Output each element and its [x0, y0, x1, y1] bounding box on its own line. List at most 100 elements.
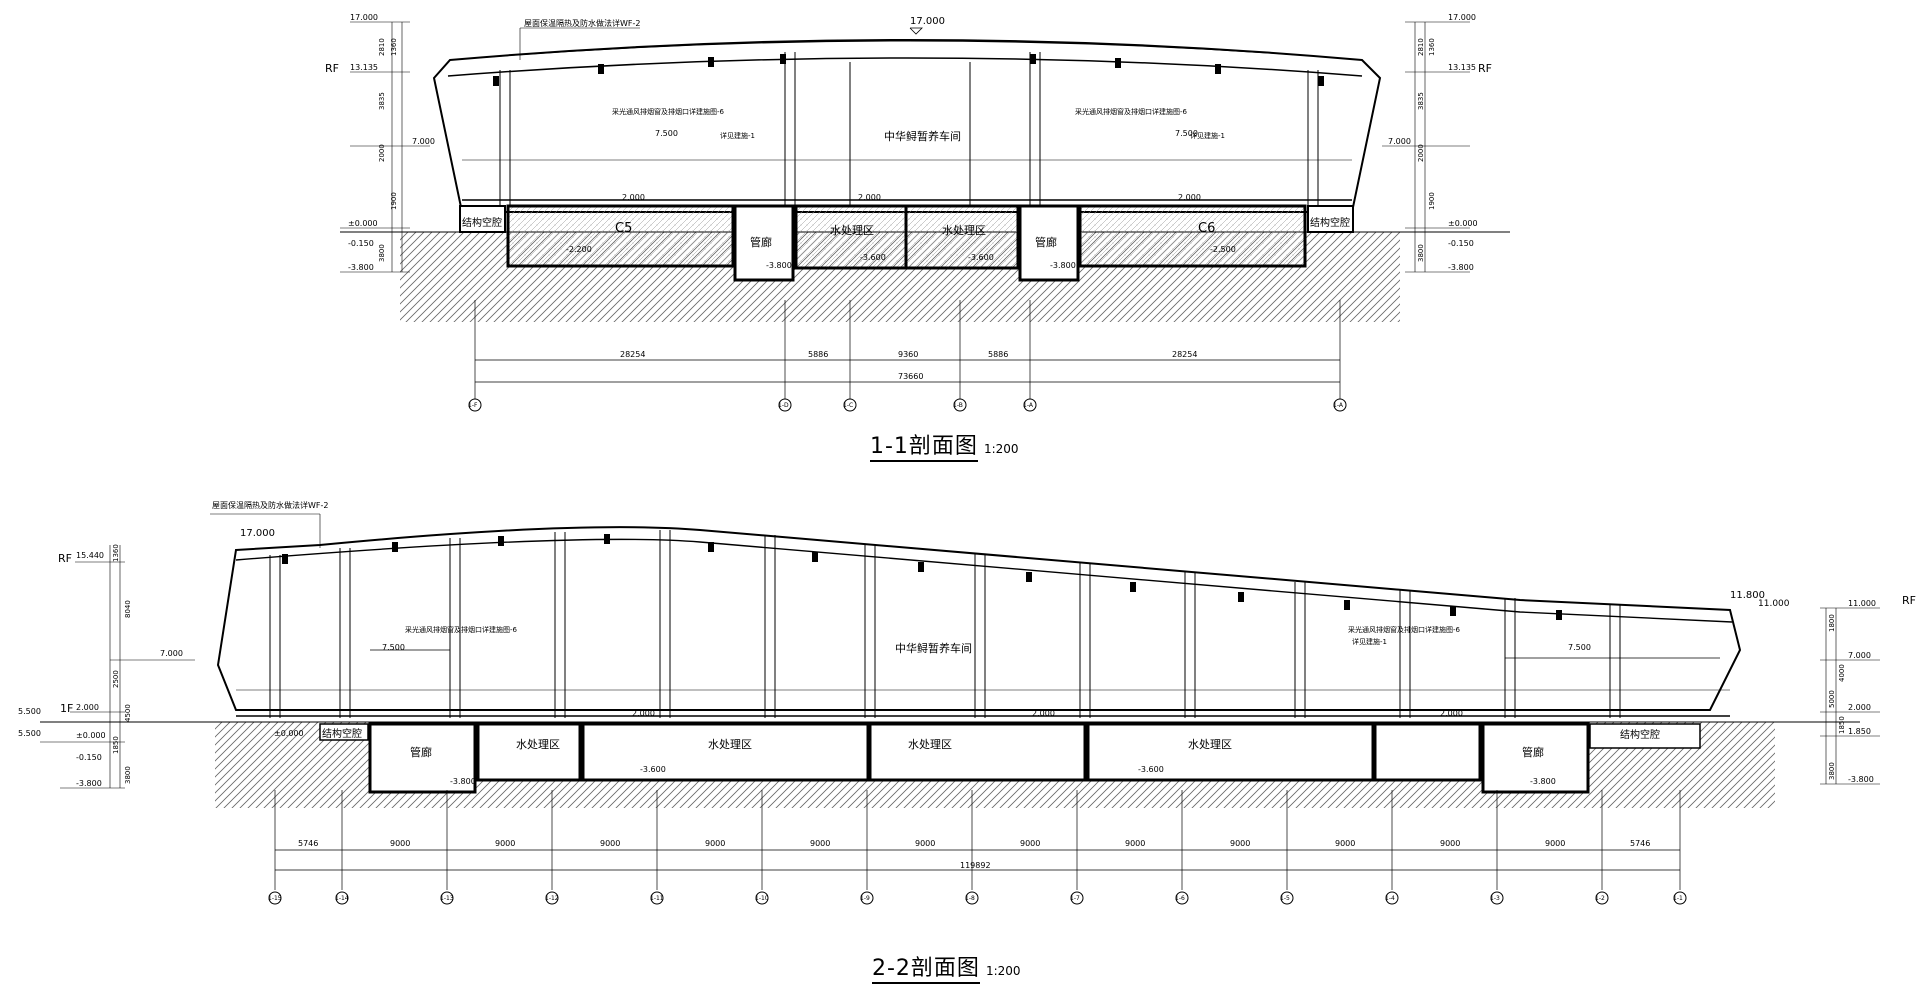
room-label-main-1: 中华鲟暂养车间 [884, 129, 961, 143]
svg-text:5.500: 5.500 [18, 707, 41, 716]
svg-text:±0.000: ±0.000 [274, 729, 304, 738]
note-ref-right-1: 详见建施-1 [1190, 131, 1225, 140]
room-label-gallery-left-2: 管廊 [410, 745, 432, 759]
axis-label: 1-13 [440, 895, 454, 902]
svg-text:3800: 3800 [1417, 244, 1425, 262]
water-zone-4-2 [1086, 722, 1375, 782]
svg-text:1-A: 1-A [1333, 402, 1344, 409]
svg-text:1-F: 1-F [468, 402, 478, 409]
roof-outline-1 [432, 39, 1382, 213]
room-label-water-right-1: 水处理区 [942, 224, 986, 237]
svg-text:9000: 9000 [1230, 839, 1250, 848]
svg-text:-3.800: -3.800 [1530, 777, 1556, 786]
svg-text:9000: 9000 [1335, 839, 1355, 848]
svg-text:2000: 2000 [1417, 144, 1425, 162]
axis-bubble [1673, 891, 1687, 905]
axis-label: 1-6 [1175, 895, 1185, 902]
water-zone-left-1 [794, 204, 908, 270]
room-label-water-left-1: 水处理区 [830, 224, 874, 237]
room-label-cavity-left-2: 结构空腔 [322, 727, 362, 740]
svg-text:2810: 2810 [1417, 38, 1425, 56]
cavity-right-2 [1589, 723, 1701, 749]
svg-text:3835: 3835 [1417, 92, 1425, 110]
room-label-water-1-2: 水处理区 [516, 738, 560, 751]
axis-bubble [335, 891, 349, 905]
svg-text:7.000: 7.000 [1848, 651, 1871, 660]
inner-levels-1: 7.500 7.500 2.000 2.000 2.000 -2.200 -2.… [566, 129, 1236, 270]
axis-label: 1-1 [1673, 895, 1683, 902]
svg-text:±0.000: ±0.000 [348, 219, 378, 228]
svg-text:7.500: 7.500 [1175, 129, 1198, 138]
pipe-gallery-left-1 [733, 204, 795, 282]
svg-text:1900: 1900 [1428, 192, 1436, 210]
axis-lines-2 [274, 790, 1681, 890]
axis-label: 1-8 [965, 895, 975, 902]
water-zone-right-1 [904, 204, 1020, 270]
level-markers-right-1: 17.000 13.135 RF 7.000 ±0.000 -0.150 -3.… [1382, 13, 1492, 273]
svg-text:7.000: 7.000 [160, 649, 183, 658]
svg-text:-0.150: -0.150 [76, 753, 102, 762]
water-zone-5-2 [1373, 722, 1482, 782]
axis-bubble [545, 891, 559, 905]
svg-text:1-A: 1-A [1023, 402, 1034, 409]
roof-purlins-1 [493, 54, 1324, 86]
svg-text:9000: 9000 [705, 839, 725, 848]
side-dims-right-1: 2810 1360 3835 2000 1900 3800 [1417, 38, 1436, 262]
svg-text:9000: 9000 [600, 839, 620, 848]
svg-text:1F: 1F [60, 702, 73, 715]
axis-label: 1-14 [335, 895, 349, 902]
note-ref-left-1: 详见建施-1 [720, 131, 755, 140]
svg-text:2.000: 2.000 [622, 193, 645, 202]
svg-text:73660: 73660 [898, 372, 923, 381]
svg-text:RF: RF [1478, 62, 1492, 75]
cavity-left-2 [319, 723, 369, 741]
svg-text:-3.800: -3.800 [766, 261, 792, 270]
svg-text:3800: 3800 [378, 244, 386, 262]
roof-purlins-2 [282, 534, 1562, 620]
axis-label: 1-7 [1070, 895, 1080, 902]
roof-inner-1 [447, 57, 1363, 77]
room-label-main-2: 中华鲟暂养车间 [895, 641, 972, 655]
svg-text:2.000: 2.000 [632, 709, 655, 718]
svg-text:13.135: 13.135 [350, 63, 378, 72]
section-2-scale: 1:200 [985, 964, 1021, 978]
room-label-water-2-2: 水处理区 [708, 738, 752, 751]
bottom-dims-2 [275, 849, 1680, 871]
svg-text:1360: 1360 [112, 544, 120, 562]
note-window-right-1: 采光通风排烟窗及排烟口详建施图-6 [1075, 107, 1188, 116]
level-markers-right-2: 11.000 RF 7.000 2.000 1.850 -3.800 [1820, 594, 1916, 785]
svg-text:9000: 9000 [915, 839, 935, 848]
axis-bubble [755, 891, 769, 905]
bottom-dim-text-1: 28254 5886 9360 5886 28254 73660 [620, 350, 1197, 381]
room-label-water-4-2: 水处理区 [1188, 738, 1232, 751]
svg-text:RF: RF [1902, 594, 1916, 607]
svg-text:2.000: 2.000 [1440, 709, 1463, 718]
svg-text:9000: 9000 [1545, 839, 1565, 848]
svg-text:3800: 3800 [1828, 762, 1836, 780]
pipe-gallery-left-2 [368, 722, 477, 794]
axis-bubble [1280, 891, 1294, 905]
svg-text:-0.150: -0.150 [1448, 239, 1474, 248]
svg-text:-2.200: -2.200 [566, 245, 592, 254]
svg-text:1360: 1360 [1428, 38, 1436, 56]
top-elev-1: 17.000 [910, 16, 945, 27]
svg-text:9000: 9000 [1440, 839, 1460, 848]
svg-text:1850: 1850 [112, 736, 120, 754]
svg-text:3835: 3835 [378, 92, 386, 110]
svg-text:9360: 9360 [898, 350, 918, 359]
right-eave-elev-2: 11.000 [1758, 599, 1790, 609]
room-label-c5: C5 [615, 221, 632, 236]
svg-text:2500: 2500 [112, 670, 120, 688]
svg-text:-3.800: -3.800 [1050, 261, 1076, 270]
svg-text:4500: 4500 [124, 704, 132, 722]
svg-text:-3.800: -3.800 [348, 263, 374, 272]
note-window-left-1: 采光通风排烟窗及排烟口详建施图-6 [612, 107, 725, 116]
svg-text:9000: 9000 [810, 839, 830, 848]
axis-bubble [860, 891, 874, 905]
axis-bubbles-1: 1-F 1-D 1-C 1-B 1-A 1-A [468, 398, 1347, 412]
svg-text:9000: 9000 [1020, 839, 1040, 848]
svg-text:-3.600: -3.600 [968, 253, 994, 262]
axis-label: 1-4 [1385, 895, 1395, 902]
right-top-elev-2: 11.800 [1730, 590, 1765, 601]
